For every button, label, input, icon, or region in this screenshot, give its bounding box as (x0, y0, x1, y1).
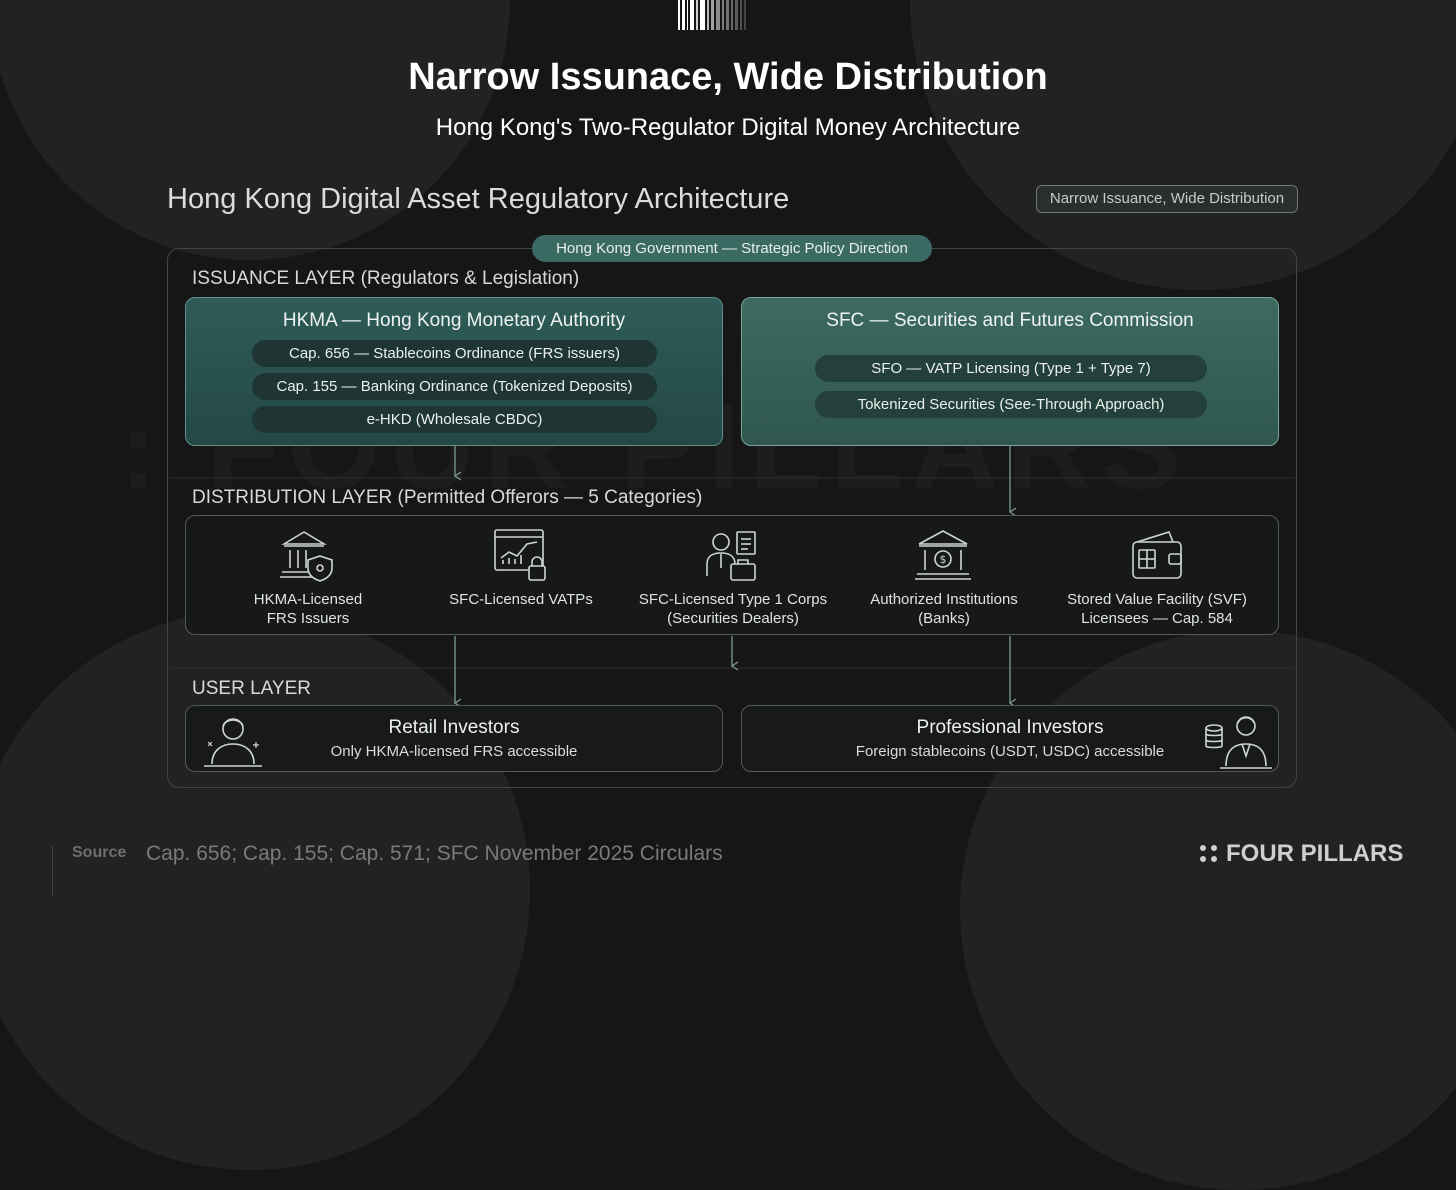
distribution-item-label: SFC-Licensed Type 1 Corps(Securities Dea… (638, 591, 828, 627)
hkma-item: Cap. 656 — Stablecoins Ordinance (FRS is… (252, 340, 657, 367)
wallet-icon (1132, 531, 1182, 579)
bank-shield-icon (280, 531, 333, 582)
professional-investors-title: Professional Investors (916, 717, 1104, 738)
retail-investors-title: Retail Investors (388, 717, 520, 738)
distribution-layer-label: DISTRIBUTION LAYER (Permitted Offerors —… (192, 487, 703, 508)
page-subtitle: Hong Kong's Two-Regulator Digital Money … (435, 114, 1021, 141)
diagram-title: Hong Kong Digital Asset Regulatory Archi… (167, 183, 790, 215)
chart-lock-icon (494, 529, 546, 581)
brand-name: FOUR PILLARS (1226, 840, 1404, 867)
retail-person-icon (204, 718, 262, 767)
distribution-item-label: SFC-Licensed VATPs (449, 591, 593, 608)
professional-investors-box: Professional Investors Foreign stablecoi… (741, 705, 1279, 772)
professional-investors-desc: Foreign stablecoins (USDT, USDC) accessi… (855, 743, 1165, 760)
sfc-title: SFC — Securities and Futures Commission (826, 310, 1194, 331)
dealer-icon (706, 531, 756, 581)
hkma-item: e-HKD (Wholesale CBDC) (252, 406, 657, 433)
source-label: Source (72, 844, 127, 861)
barcode-graphic (678, 0, 778, 30)
brand-logo: FOUR PILLARS (1200, 840, 1403, 868)
four-dots-icon (1200, 845, 1218, 863)
hkma-box: HKMA — Hong Kong Monetary Authority Cap.… (185, 297, 723, 446)
source-divider (52, 846, 53, 896)
page-title: Narrow Issunace, Wide Distribution (408, 56, 1048, 98)
professional-person-icon (1205, 716, 1272, 769)
sfc-item: SFO — VATP Licensing (Type 1 + Type 7) (815, 355, 1207, 382)
svg-text:$: $ (940, 553, 947, 566)
hkma-title: HKMA — Hong Kong Monetary Authority (282, 310, 626, 331)
source-text: Cap. 656; Cap. 155; Cap. 571; SFC Novemb… (146, 842, 723, 865)
sfc-item: Tokenized Securities (See-Through Approa… (815, 391, 1207, 418)
sfc-box: SFC — Securities and Futures Commission … (741, 297, 1279, 446)
distribution-item-label: Stored Value Facility (SVF)Licensees — C… (1067, 591, 1247, 627)
diagram-tag: Narrow Issuance, Wide Distribution (1036, 185, 1298, 213)
distribution-item-label: Authorized Institutions(Banks) (870, 591, 1018, 627)
retail-investors-box: Retail Investors Only HKMA-licensed FRS … (185, 705, 723, 772)
government-pill: Hong Kong Government — Strategic Policy … (532, 235, 932, 262)
user-layer-label: USER LAYER (192, 678, 311, 699)
issuance-layer-label: ISSUANCE LAYER (Regulators & Legislation… (192, 268, 580, 289)
bank-dollar-icon: $ (915, 530, 971, 580)
retail-investors-desc: Only HKMA-licensed FRS accessible (330, 743, 578, 760)
hkma-item: Cap. 155 — Banking Ordinance (Tokenized … (252, 373, 657, 400)
